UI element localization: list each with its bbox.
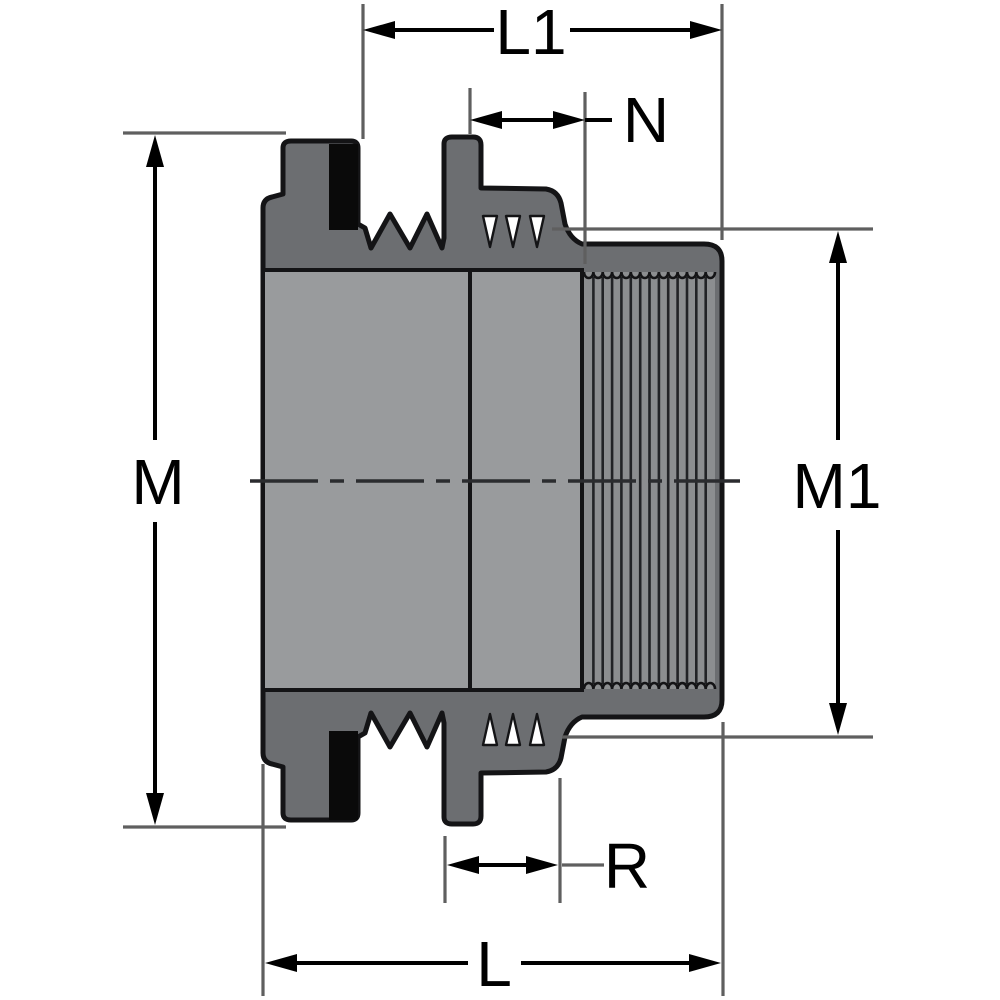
fitting [250,134,740,827]
dim-n: N [468,84,669,264]
arrowhead-right-icon [690,21,722,39]
dim-label-n: N [623,84,669,156]
seal-block-bottom [329,731,358,820]
thread-crest-top [582,271,717,280]
dim-label-m1: M1 [793,450,882,522]
dim-label-m: M [131,446,184,518]
arrowhead-right-icon [689,954,721,972]
dim-m1: M1 [552,227,882,739]
arrowhead-right-icon [526,856,558,874]
ridge-notch-bottom-1 [481,712,499,747]
arrowhead-left-icon [363,21,395,39]
arrowhead-right-icon [553,111,585,129]
arrowhead-down-icon [146,793,164,825]
dim-label-l1: L1 [495,0,566,68]
dim-label-r: R [604,830,650,902]
thread-crest-bottom [582,681,717,690]
arrowhead-down-icon [829,703,847,735]
dim-l1: L1 [361,0,724,240]
dim-l: L [261,722,725,1000]
seal-block-top [329,144,358,230]
arrowhead-left-icon [470,111,502,129]
arrowhead-left-icon [265,954,297,972]
ridge-notch-bottom-2 [504,712,522,747]
ridge-notch-top-3 [528,214,546,249]
ridge-notch-bottom-3 [528,712,546,747]
arrowhead-left-icon [447,856,479,874]
arrowhead-up-icon [829,231,847,263]
dim-label-l: L [476,928,512,1000]
ridge-notch-top-1 [481,214,499,249]
dim-m: M [123,131,286,829]
arrowhead-up-icon [146,135,164,167]
dim-r: R [443,778,650,903]
ridge-notch-top-2 [504,214,522,249]
